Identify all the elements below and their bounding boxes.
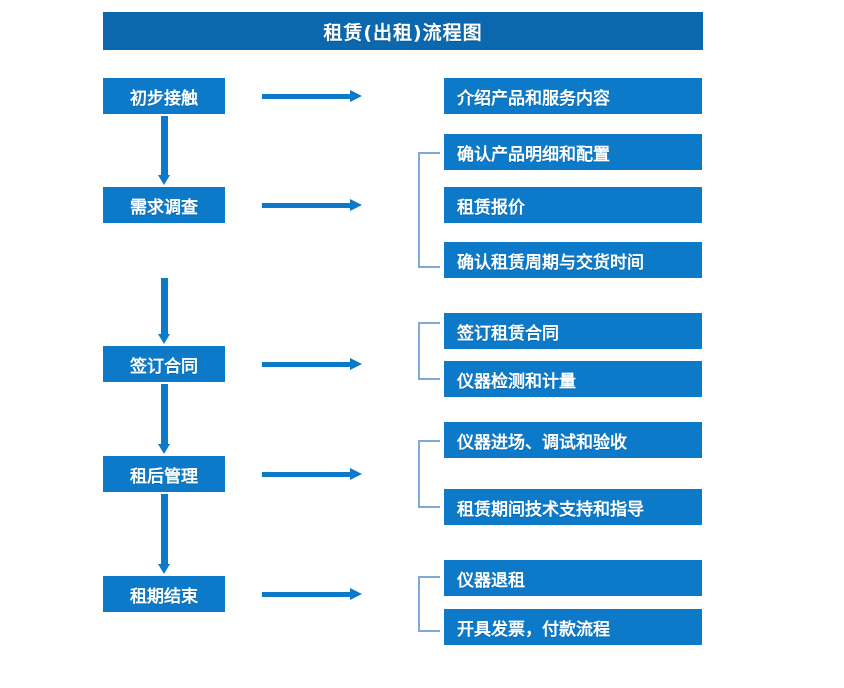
right-arrow-stage-1 bbox=[262, 90, 362, 102]
detail-box-10[interactable]: 开具发票，付款流程 bbox=[444, 609, 702, 645]
down-arrow-1-to-2 bbox=[158, 116, 170, 185]
right-arrow-stage-3 bbox=[262, 358, 362, 370]
right-arrow-head bbox=[350, 468, 362, 480]
detail-label-9: 仪器退租 bbox=[457, 570, 525, 591]
group-bracket-management bbox=[418, 440, 440, 508]
detail-label-1: 介绍产品和服务内容 bbox=[457, 88, 610, 109]
detail-label-6: 仪器检测和计量 bbox=[457, 371, 576, 392]
detail-label-5: 签订租赁合同 bbox=[457, 323, 559, 344]
stage-label-3: 签订合同 bbox=[130, 356, 198, 377]
stage-box-1[interactable]: 初步接触 bbox=[103, 78, 225, 114]
right-arrow-shaft bbox=[262, 94, 350, 99]
detail-label-2: 确认产品明细和配置 bbox=[457, 144, 610, 165]
right-arrow-stage-5 bbox=[262, 588, 362, 600]
down-arrow-head bbox=[158, 334, 170, 344]
right-arrow-shaft bbox=[262, 472, 350, 477]
down-arrow-3-to-4 bbox=[158, 384, 170, 454]
detail-label-4: 确认租赁周期与交货时间 bbox=[457, 252, 644, 273]
detail-box-8[interactable]: 租赁期间技术支持和指导 bbox=[444, 489, 702, 525]
detail-box-4[interactable]: 确认租赁周期与交货时间 bbox=[444, 242, 702, 278]
down-arrow-head bbox=[158, 444, 170, 454]
stage-label-4: 租后管理 bbox=[130, 466, 198, 487]
detail-box-3[interactable]: 租赁报价 bbox=[444, 187, 702, 223]
down-arrow-shaft bbox=[161, 494, 168, 564]
detail-label-10: 开具发票，付款流程 bbox=[457, 619, 610, 640]
right-arrow-head bbox=[350, 358, 362, 370]
stage-box-2[interactable]: 需求调查 bbox=[103, 187, 225, 223]
group-bracket-contract bbox=[418, 322, 440, 380]
detail-box-1[interactable]: 介绍产品和服务内容 bbox=[444, 78, 702, 114]
stage-box-5[interactable]: 租期结束 bbox=[103, 576, 225, 612]
down-arrow-head bbox=[158, 175, 170, 185]
stage-label-1: 初步接触 bbox=[130, 88, 198, 109]
down-arrow-shaft bbox=[161, 384, 168, 444]
right-arrow-head bbox=[350, 588, 362, 600]
detail-box-6[interactable]: 仪器检测和计量 bbox=[444, 361, 702, 397]
right-arrow-head bbox=[350, 199, 362, 211]
detail-label-3: 租赁报价 bbox=[457, 197, 525, 218]
right-arrow-head bbox=[350, 90, 362, 102]
right-arrow-stage-4 bbox=[262, 468, 362, 480]
right-arrow-shaft bbox=[262, 592, 350, 597]
down-arrow-2-to-3 bbox=[158, 278, 170, 344]
down-arrow-shaft bbox=[161, 278, 168, 334]
detail-box-2[interactable]: 确认产品明细和配置 bbox=[444, 134, 702, 170]
detail-box-7[interactable]: 仪器进场、调试和验收 bbox=[444, 422, 702, 458]
down-arrow-shaft bbox=[161, 116, 168, 175]
page-title: 租赁(出租)流程图 bbox=[323, 21, 483, 44]
stage-box-3[interactable]: 签订合同 bbox=[103, 346, 225, 382]
detail-box-5[interactable]: 签订租赁合同 bbox=[444, 313, 702, 349]
detail-label-8: 租赁期间技术支持和指导 bbox=[457, 499, 644, 520]
stage-label-5: 租期结束 bbox=[130, 586, 198, 607]
right-arrow-shaft bbox=[262, 362, 350, 367]
group-bracket-requirements bbox=[418, 152, 440, 268]
detail-label-7: 仪器进场、调试和验收 bbox=[457, 432, 627, 453]
detail-box-9[interactable]: 仪器退租 bbox=[444, 560, 702, 596]
down-arrow-4-to-5 bbox=[158, 494, 170, 574]
diagram-title-bar: 租赁(出租)流程图 bbox=[103, 12, 703, 50]
stage-box-4[interactable]: 租后管理 bbox=[103, 456, 225, 492]
down-arrow-head bbox=[158, 564, 170, 574]
stage-label-2: 需求调查 bbox=[130, 197, 198, 218]
right-arrow-shaft bbox=[262, 203, 350, 208]
group-bracket-closing bbox=[418, 576, 440, 632]
right-arrow-stage-2 bbox=[262, 199, 362, 211]
